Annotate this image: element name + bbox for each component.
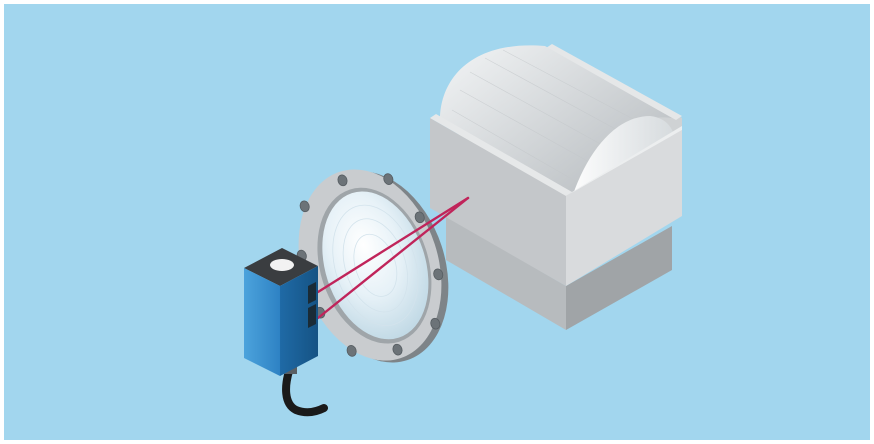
photoelectric-sensor [244,248,318,376]
sensor-front [244,268,280,376]
drum-housing [430,44,682,330]
sensor-lens-receiver [308,304,316,328]
sensor-indicator [270,259,294,271]
sensor-cable [286,368,324,412]
